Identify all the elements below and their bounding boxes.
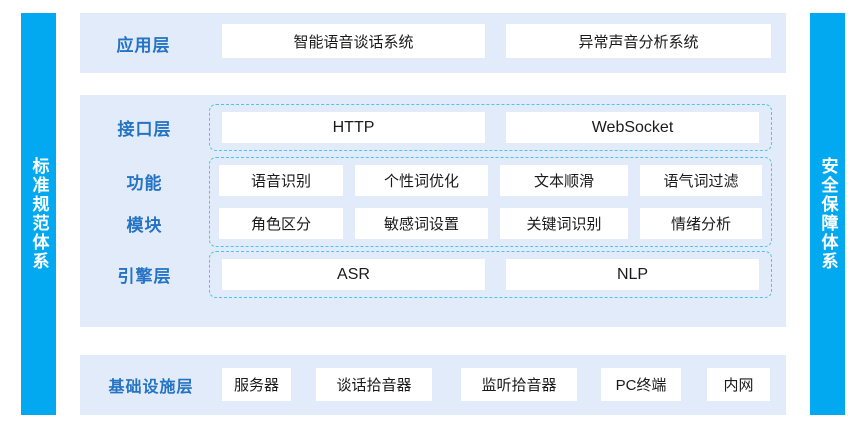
- function-item-speech-recognition[interactable]: 语音识别: [219, 165, 343, 196]
- group-interface-layer: [209, 104, 772, 151]
- engine-item-nlp[interactable]: NLP: [506, 259, 759, 290]
- function-item-sensitive-word-settings[interactable]: 敏感词设置: [355, 208, 488, 239]
- group-engine-layer: [209, 251, 772, 298]
- function-item-emotion-analysis[interactable]: 情绪分析: [640, 208, 762, 239]
- interface-item-http[interactable]: HTTP: [222, 112, 485, 143]
- function-item-keyword-recognition[interactable]: 关键词识别: [500, 208, 628, 239]
- layer-label-module: 模块: [126, 215, 163, 235]
- function-item-text-smoothing[interactable]: 文本顺滑: [500, 165, 628, 196]
- infrastructure-item-intranet[interactable]: 内网: [707, 368, 770, 401]
- group-function-module-layer: [209, 157, 772, 247]
- function-item-personalized-word-optimization[interactable]: 个性词优化: [355, 165, 488, 196]
- layer-label-application: 应用层: [116, 35, 171, 55]
- interface-item-websocket[interactable]: WebSocket: [506, 112, 759, 143]
- infrastructure-item-monitoring-microphone[interactable]: 监听拾音器: [461, 368, 577, 401]
- function-item-role-separation[interactable]: 角色区分: [219, 208, 343, 239]
- infrastructure-item-conversation-microphone[interactable]: 谈话拾音器: [316, 368, 432, 401]
- application-item-abnormal-sound-analysis-system[interactable]: 异常声音分析系统: [506, 24, 771, 58]
- engine-item-asr[interactable]: ASR: [222, 259, 485, 290]
- infrastructure-item-pc-terminal[interactable]: PC终端: [601, 368, 681, 401]
- layer-label-engine: 引擎层: [117, 267, 172, 286]
- layer-label-function: 功能: [126, 173, 163, 193]
- sidebar-right-label: 安全保障体系: [818, 157, 838, 271]
- sidebar-left-label: 标准规范体系: [29, 157, 49, 271]
- layer-label-interface: 接口层: [117, 120, 172, 139]
- application-item-voice-conversation-system[interactable]: 智能语音谈话系统: [222, 24, 485, 58]
- function-item-modal-particle-filtering[interactable]: 语气词过滤: [640, 165, 762, 196]
- layer-label-infrastructure: 基础设施层: [108, 379, 194, 396]
- sidebar-left-standards: 标准规范体系: [21, 13, 56, 415]
- infrastructure-item-server[interactable]: 服务器: [222, 368, 291, 401]
- sidebar-right-security: 安全保障体系: [810, 13, 845, 415]
